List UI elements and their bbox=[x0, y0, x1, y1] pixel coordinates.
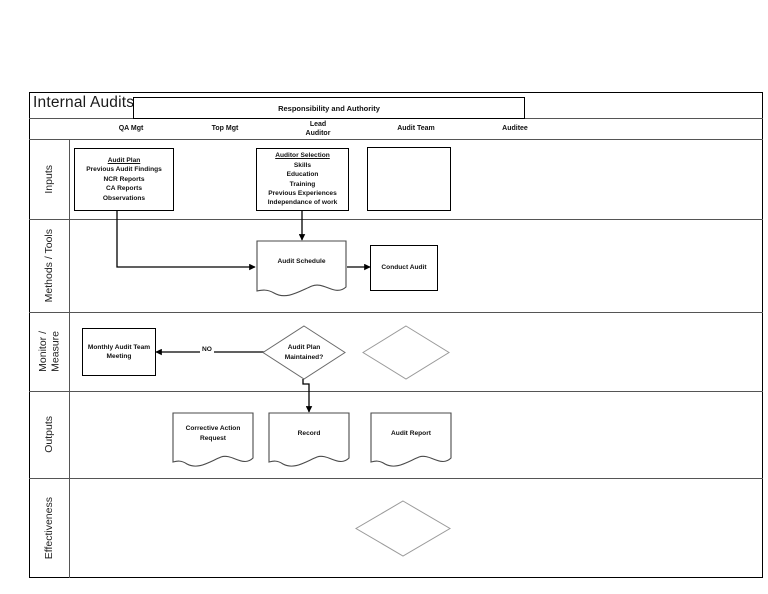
row-label-monitor-measure: Monitor / Measure bbox=[29, 312, 70, 391]
row-label-effectiveness: Effectiveness bbox=[29, 478, 70, 578]
row-divider-4 bbox=[29, 478, 763, 479]
node-empty-inputs-box[interactable] bbox=[367, 147, 451, 211]
node-empty-decision-monitor-text bbox=[362, 325, 450, 380]
node-conduct-audit-text: Conduct Audit bbox=[381, 264, 427, 272]
diagram-frame bbox=[29, 92, 763, 578]
node-audit-report-text: Audit Report bbox=[391, 430, 431, 438]
node-audit-plan-body: Previous Audit Findings NCR Reports CA R… bbox=[86, 166, 162, 202]
node-record[interactable]: Record bbox=[268, 412, 350, 468]
node-monthly-audit-team-meeting-text: Monthly Audit Team Meeting bbox=[87, 343, 151, 360]
responsibility-and-authority-label: Responsibility and Authority bbox=[278, 103, 380, 113]
node-empty-decision-effectiveness[interactable] bbox=[355, 500, 451, 557]
row-label-monitor-measure-text: Monitor / Measure bbox=[36, 331, 62, 372]
column-header-top-mgt: Top Mgt bbox=[211, 125, 239, 133]
node-auditor-selection-heading: Auditor Selection bbox=[275, 152, 330, 160]
row-label-inputs-text: Inputs bbox=[43, 165, 56, 194]
node-audit-schedule[interactable]: Audit Schedule bbox=[256, 240, 347, 297]
row-label-effectiveness-text: Effectiveness bbox=[43, 496, 56, 560]
node-empty-decision-monitor[interactable] bbox=[362, 325, 450, 380]
node-audit-plan-maintained-text: Audit Plan Maintained? bbox=[284, 344, 324, 361]
responsibility-and-authority-header: Responsibility and Authority bbox=[133, 97, 525, 119]
row-label-outputs-text: Outputs bbox=[43, 416, 56, 453]
node-audit-schedule-text: Audit Schedule bbox=[277, 258, 326, 266]
row-label-column bbox=[29, 140, 70, 578]
node-monthly-audit-team-meeting[interactable]: Monthly Audit Team Meeting bbox=[82, 328, 156, 376]
node-empty-decision-effectiveness-text bbox=[355, 500, 451, 557]
page-title: Internal Audits bbox=[33, 94, 135, 111]
column-header-audit-team: Audit Team bbox=[397, 125, 435, 133]
row-divider-3 bbox=[29, 391, 763, 392]
row-label-inputs: Inputs bbox=[29, 140, 70, 219]
edge-label-no: NO bbox=[200, 346, 214, 353]
row-label-methods-tools-text: Methods / Tools bbox=[43, 228, 56, 303]
node-corrective-action-request[interactable]: Corrective Action Request bbox=[172, 412, 254, 468]
row-divider-1 bbox=[29, 219, 763, 220]
column-header-band bbox=[29, 119, 763, 140]
node-audit-plan-maintained-decision[interactable]: Audit Plan Maintained? bbox=[262, 325, 346, 380]
node-audit-report[interactable]: Audit Report bbox=[370, 412, 452, 468]
node-audit-plan-heading: Audit Plan bbox=[107, 157, 141, 165]
column-header-auditee: Auditee bbox=[502, 125, 528, 133]
node-record-text: Record bbox=[297, 430, 321, 438]
row-label-methods-tools: Methods / Tools bbox=[29, 219, 70, 312]
row-divider-2 bbox=[29, 312, 763, 313]
node-conduct-audit[interactable]: Conduct Audit bbox=[370, 245, 438, 291]
node-corrective-action-request-text: Corrective Action Request bbox=[185, 425, 241, 442]
column-header-qa-mgt: QA Mgt bbox=[118, 125, 144, 133]
column-header-lead-auditor: Lead Auditor bbox=[305, 121, 331, 137]
row-label-outputs: Outputs bbox=[29, 391, 70, 478]
node-auditor-selection-body: Skills Education Training Previous Exper… bbox=[267, 161, 338, 207]
